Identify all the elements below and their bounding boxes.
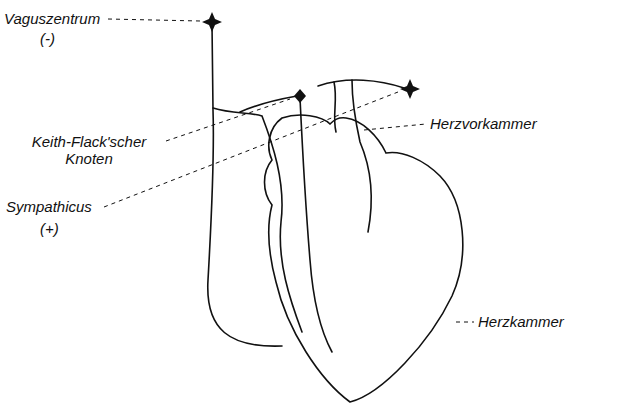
conduction-fibre: [300, 98, 332, 352]
vagus-nerve: [208, 24, 282, 346]
heart-outline: [265, 115, 463, 402]
node-label: Keith-Flack'scher Knoten: [14, 133, 164, 167]
leader-line: [456, 322, 474, 323]
sympathetic-branch: [334, 82, 336, 132]
center-label: Vaguszentrum: [4, 10, 100, 27]
leader-line: [104, 92, 398, 207]
sympathetic-nerve: [318, 80, 404, 88]
vagus-branch: [213, 108, 302, 332]
sign-label: (+): [40, 220, 59, 237]
sign-label: (-): [40, 30, 55, 47]
sympathetic-ganglion-star: [400, 79, 420, 99]
nerve-label: Sympathicus: [6, 198, 92, 215]
part-label: Herzvorkammer: [430, 115, 537, 132]
vagus-branch: [240, 96, 297, 112]
leader-line: [166, 99, 290, 141]
leader-line: [108, 19, 200, 21]
sympathetic-branch: [352, 80, 371, 232]
sinus-node: [294, 89, 306, 103]
leader-line: [364, 124, 426, 130]
part-label: Herzkammer: [478, 313, 564, 330]
vagus-center-star: [202, 12, 222, 32]
